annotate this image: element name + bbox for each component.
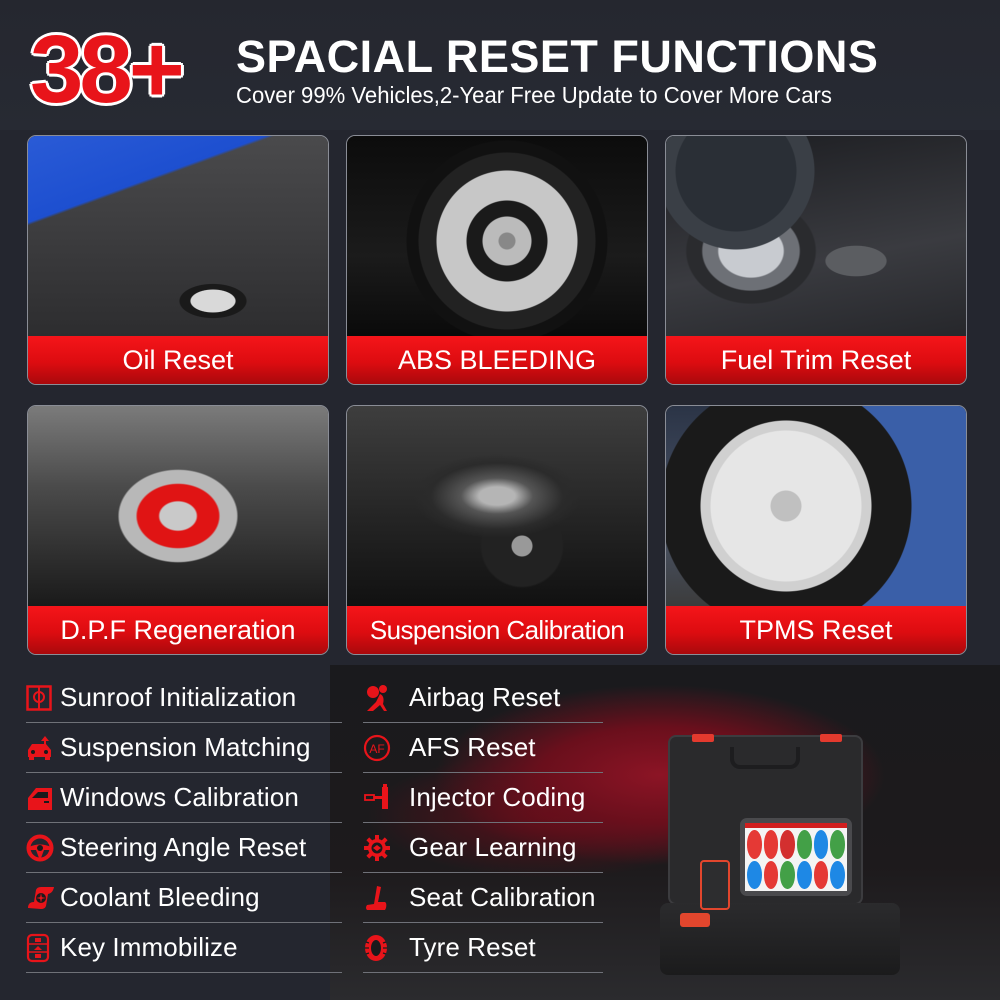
vci-dongle <box>700 860 730 910</box>
seat-icon <box>363 883 409 913</box>
feature-label: Key Immobilize <box>60 932 238 962</box>
feature-list-left: Sunroof Initialization Suspension Matchi… <box>26 673 342 973</box>
page-title: SPACIAL RESET FUNCTIONS <box>236 31 879 82</box>
dpf-image <box>28 406 328 606</box>
page-subtitle: Cover 99% Vehicles,2-Year Free Update to… <box>236 82 832 108</box>
card-label: ABS BLEEDING <box>347 336 647 384</box>
app-icon <box>830 830 845 859</box>
case-latch <box>692 734 714 742</box>
feature-item: Sunroof Initialization <box>26 673 342 723</box>
product-kit-image <box>660 734 920 980</box>
app-icon <box>813 860 829 889</box>
car-door-window-icon <box>26 783 60 813</box>
header: 38+ SPACIAL RESET FUNCTIONS Cover 99% Ve… <box>0 0 1000 130</box>
sunroof-icon <box>26 683 60 713</box>
abs-bleeding-image <box>347 136 647 336</box>
obd-connector <box>680 913 710 927</box>
feature-item: Steering Angle Reset <box>26 823 342 873</box>
afs-headlight-icon: AF <box>363 733 409 763</box>
card-label: D.P.F Regeneration <box>28 606 328 654</box>
feature-item: AF AFS Reset <box>363 723 603 773</box>
feature-label: Coolant Bleeding <box>60 882 260 912</box>
app-icon <box>797 860 812 889</box>
feature-item: Suspension Matching <box>26 723 342 773</box>
feature-item: Airbag Reset <box>363 673 603 723</box>
function-count: 38+ <box>29 16 187 123</box>
app-icon <box>830 860 845 889</box>
card-oil-reset: Oil Reset <box>27 135 329 385</box>
app-icon <box>747 860 762 889</box>
car-lift-icon <box>26 733 60 763</box>
feature-item: Coolant Bleeding <box>26 873 342 923</box>
airbag-icon <box>363 683 409 713</box>
feature-label: Seat Calibration <box>409 882 596 912</box>
fuel-trim-image <box>666 136 966 336</box>
coolant-fan-icon <box>26 883 60 913</box>
card-abs-bleeding: ABS BLEEDING <box>346 135 648 385</box>
feature-label: Airbag Reset <box>409 682 561 712</box>
feature-list-right: Airbag Reset AF AFS Reset Injector Codin… <box>363 673 603 973</box>
card-label: Fuel Trim Reset <box>666 336 966 384</box>
feature-item: Injector Coding <box>363 773 603 823</box>
feature-item: Windows Calibration <box>26 773 342 823</box>
card-label: Suspension Calibration <box>347 606 647 654</box>
card-label: Oil Reset <box>28 336 328 384</box>
tyre-icon <box>363 933 409 963</box>
feature-label: Sunroof Initialization <box>60 682 297 712</box>
app-icon <box>813 830 829 859</box>
feature-label: Tyre Reset <box>409 932 536 962</box>
case-latch <box>820 734 842 742</box>
steering-wheel-icon <box>26 833 60 863</box>
app-icon <box>747 830 762 859</box>
tpms-image <box>666 406 966 606</box>
feature-label: Suspension Matching <box>60 732 311 762</box>
card-dpf-regeneration: D.P.F Regeneration <box>27 405 329 655</box>
feature-label: Steering Angle Reset <box>60 832 307 862</box>
feature-label: Gear Learning <box>409 832 577 862</box>
feature-label: Injector Coding <box>409 782 586 812</box>
tablet-screen <box>745 823 847 891</box>
card-suspension-calibration: Suspension Calibration <box>346 405 648 655</box>
diagnostic-tablet <box>740 818 852 896</box>
app-icon <box>780 830 795 859</box>
feature-item: Gear Learning <box>363 823 603 873</box>
svg-text:AF: AF <box>369 742 384 756</box>
app-icon <box>797 830 812 859</box>
card-label: TPMS Reset <box>666 606 966 654</box>
app-icon <box>780 860 795 889</box>
card-fuel-trim-reset: Fuel Trim Reset <box>665 135 967 385</box>
injector-icon <box>363 783 409 813</box>
gear-icon <box>363 833 409 863</box>
feature-label: AFS Reset <box>409 732 536 762</box>
feature-label: Windows Calibration <box>60 782 299 812</box>
car-key-fob-icon <box>26 933 60 963</box>
app-icon <box>763 830 779 859</box>
suspension-image <box>347 406 647 606</box>
card-tpms-reset: TPMS Reset <box>665 405 967 655</box>
feature-item: Key Immobilize <box>26 923 342 973</box>
app-icon <box>763 860 779 889</box>
feature-item: Tyre Reset <box>363 923 603 973</box>
case-handle <box>730 747 800 769</box>
oil-reset-image <box>28 136 328 336</box>
feature-item: Seat Calibration <box>363 873 603 923</box>
